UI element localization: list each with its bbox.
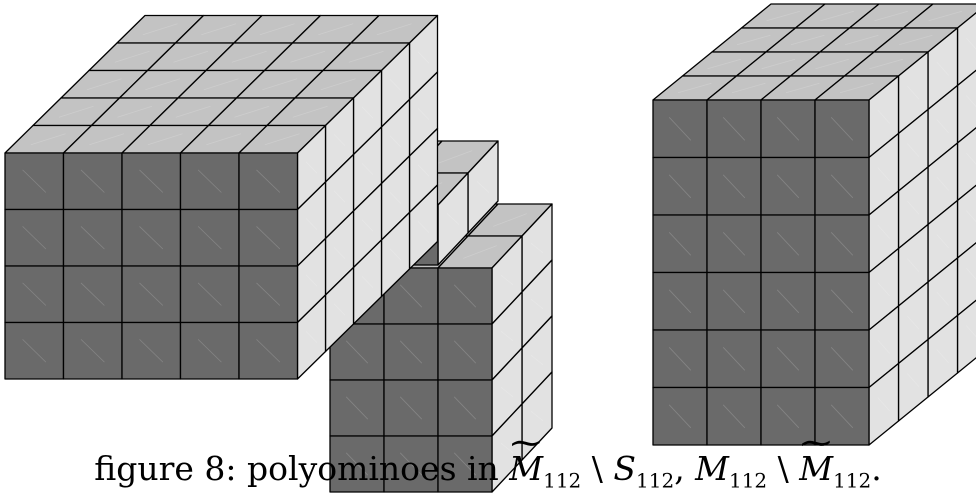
caption-prefix: figure 8: polyominoes in — [94, 449, 509, 488]
caption-suffix: . — [871, 449, 882, 488]
caption-comma: , — [674, 449, 695, 488]
caption-symbol-s: S — [613, 447, 636, 491]
caption-setminus-1: \ — [581, 449, 613, 488]
polyomino-left — [5, 16, 552, 493]
figure-caption: figure 8: polyominoes in M112 \ S112, M1… — [0, 447, 976, 503]
caption-subscript-4: 112 — [833, 469, 871, 493]
caption-subscript-3: 112 — [729, 469, 767, 493]
polyomino-right — [653, 4, 976, 445]
caption-subscript-2: 112 — [636, 469, 674, 493]
caption-symbol-m-tilde-1: M — [509, 447, 543, 491]
caption-symbol-m: M — [695, 447, 729, 491]
caption-subscript-1: 112 — [543, 469, 581, 493]
caption-symbol-m-tilde-2: M — [799, 447, 833, 491]
